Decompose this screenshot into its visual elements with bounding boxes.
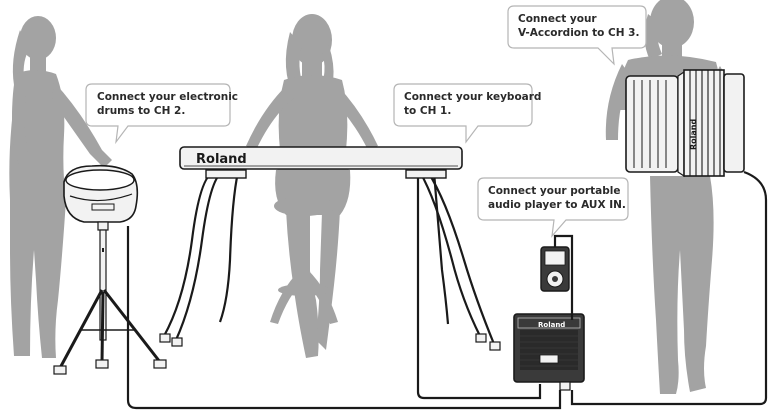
callout-keyboard-line2: to CH 1. — [404, 105, 452, 117]
cable-player — [553, 234, 574, 320]
callout-player-bubble — [477, 177, 629, 238]
callout-player-text: Connect your portable audio player to AU… — [488, 184, 626, 212]
accordion-brand-label: Roland — [689, 119, 698, 150]
keyboard-instrument-icon: Roland — [159, 146, 501, 351]
portable-audio-player-icon — [540, 246, 570, 292]
v-accordion-icon: Roland — [625, 69, 745, 178]
callout-drums-bubble — [85, 83, 231, 145]
electronic-drum-pad-icon — [53, 164, 167, 375]
cable-keyboard — [416, 178, 542, 400]
callout-keyboard-text: Connect your keyboard to CH 1. — [404, 90, 541, 118]
drummer-silhouette — [9, 16, 112, 358]
drum-stool — [270, 196, 338, 324]
callout-drums-line2: drums to CH 2. — [97, 105, 186, 117]
callout-accordion-bubble — [507, 5, 647, 66]
amplifier-icon: Roland — [513, 313, 585, 391]
callout-drums-text: Connect your electronic drums to CH 2. — [97, 90, 238, 118]
cables — [126, 170, 768, 410]
callout-player-line2: audio player to AUX IN. — [488, 199, 626, 211]
cable-drums — [126, 226, 562, 410]
callout-keyboard-line1: Connect your keyboard — [404, 91, 542, 103]
cable-accordion — [570, 170, 768, 406]
callout-player-line1: Connect your portable — [488, 185, 621, 197]
callout-drums-line1: Connect your electronic — [97, 91, 239, 103]
amplifier-brand-label: Roland — [538, 321, 565, 329]
callout-accordion-line1: Connect your — [518, 13, 597, 25]
callout-accordion-text: Connect your V-Accordion to CH 3. — [518, 12, 639, 40]
callout-keyboard-bubble — [393, 83, 533, 144]
callout-accordion-line2: V-Accordion to CH 3. — [518, 27, 640, 39]
keyboard-brand-label: Roland — [196, 152, 247, 167]
keyboardist-silhouette — [246, 14, 378, 358]
